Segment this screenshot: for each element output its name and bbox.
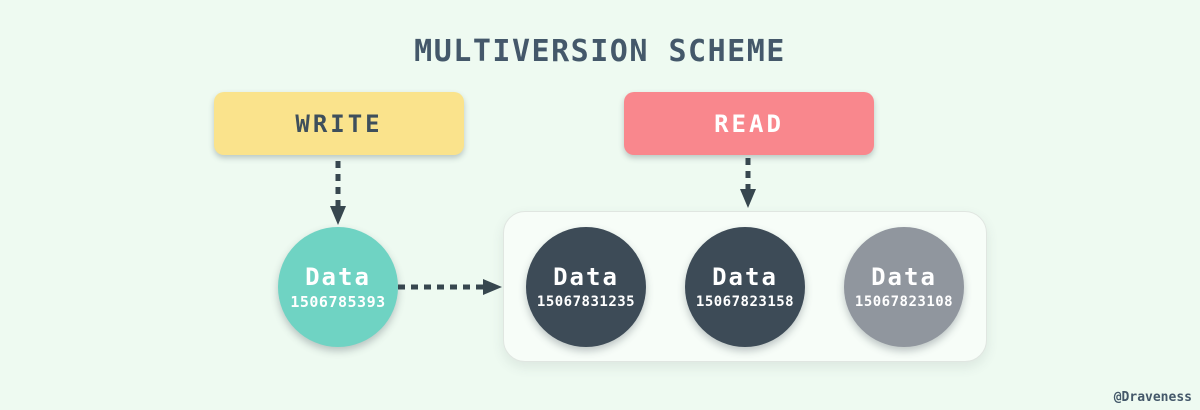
version-circle: Data 15067823158 xyxy=(685,226,805,347)
diagram-title: MULTIVERSION SCHEME xyxy=(414,34,786,69)
write-box-label: WRITE xyxy=(295,109,383,138)
version-number: 15067831235 xyxy=(536,293,636,310)
version-circle: Data 15067831235 xyxy=(526,226,646,347)
watermark: @Draveness xyxy=(1113,390,1192,405)
write-arrow-down-icon xyxy=(330,161,346,225)
read-arrow-down-icon xyxy=(740,158,756,208)
version-label: Data xyxy=(871,263,937,292)
write-box: WRITE xyxy=(214,92,464,155)
version-circle: Data 15067823108 xyxy=(844,226,964,347)
versions-container: Data 15067831235 Data 15067823158 Data 1… xyxy=(503,211,987,362)
version-number: 15067823108 xyxy=(854,293,954,310)
version-label: Data xyxy=(553,263,619,292)
current-version-circle: Data 1506785393 xyxy=(278,227,398,347)
current-version-label: Data xyxy=(305,262,371,291)
version-label: Data xyxy=(712,263,778,292)
read-box: READ xyxy=(624,92,874,155)
read-box-label: READ xyxy=(714,109,784,138)
version-arrow-right-icon xyxy=(398,279,502,295)
current-version-number: 1506785393 xyxy=(290,293,386,312)
version-number: 15067823158 xyxy=(695,293,795,310)
